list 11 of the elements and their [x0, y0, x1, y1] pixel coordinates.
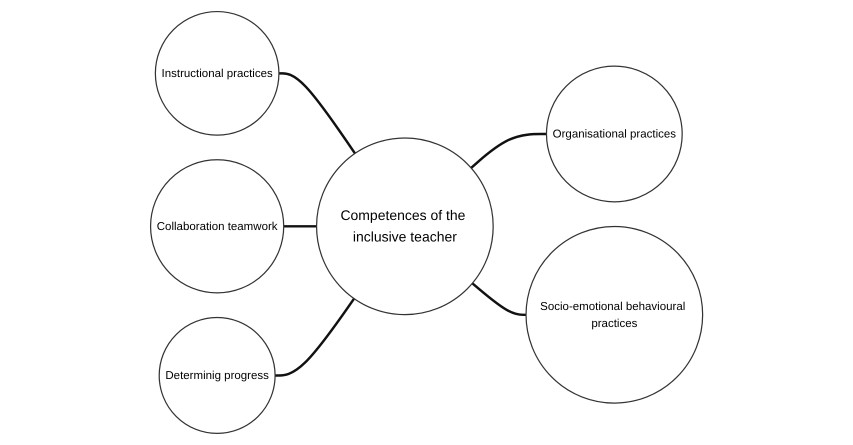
connector: [470, 132, 546, 169]
connector: [274, 298, 356, 377]
node-circle: Competences of the inclusive teacher: [316, 137, 494, 316]
connector: [284, 225, 316, 228]
node-circle: Collaboration teamwork: [150, 159, 284, 294]
connector: [471, 282, 526, 316]
node-circle: Organisational practices: [546, 66, 683, 202]
node-circle: Instructional practices: [154, 10, 280, 136]
connector: [278, 72, 356, 154]
node-circle: Determinig progress: [158, 316, 276, 434]
node-circle: Socio-emotional behavioural practices: [525, 226, 704, 404]
